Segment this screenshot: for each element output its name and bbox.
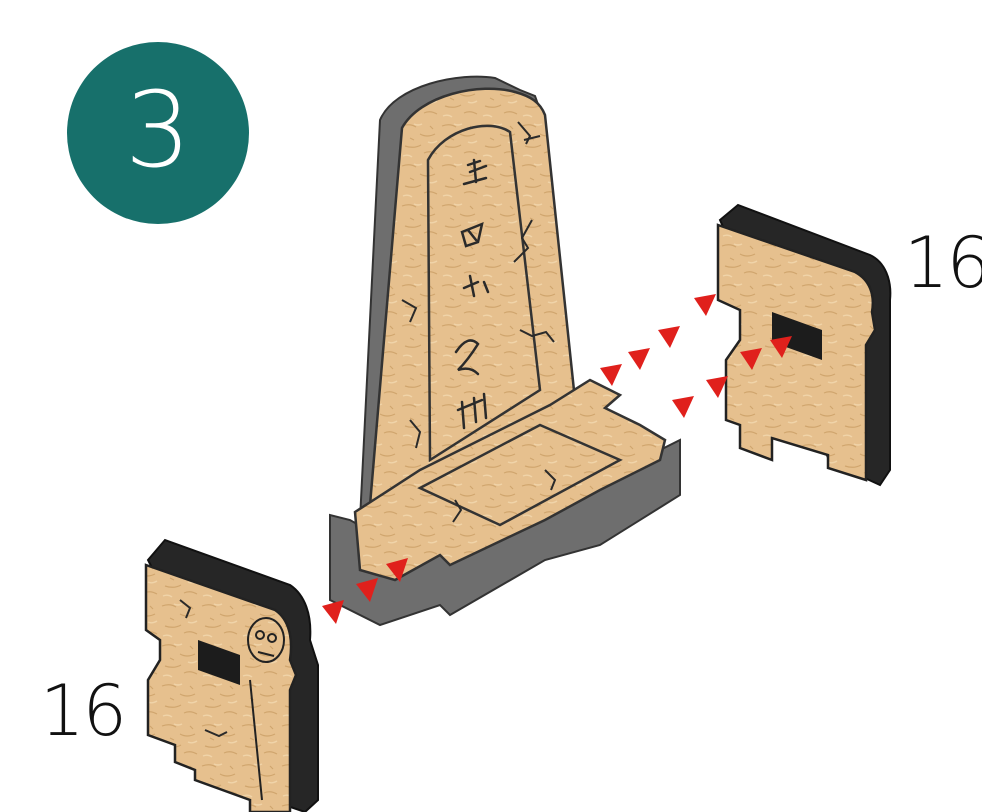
throne-assembly	[330, 77, 680, 625]
arrow-icon	[672, 396, 694, 418]
arrow-icon	[658, 326, 680, 348]
arrow-icon	[600, 364, 622, 386]
left-side-piece	[146, 540, 318, 812]
arrow-icon	[694, 294, 716, 316]
step-badge: 3	[67, 42, 249, 224]
arrow-icon	[628, 348, 650, 370]
arrow-icon	[706, 376, 728, 398]
right-side-piece	[718, 205, 890, 485]
arrow-icon	[322, 600, 344, 624]
left-piece-quantity: 16	[40, 676, 125, 746]
right-piece-quantity: 16	[904, 228, 982, 298]
step-number: 3	[125, 78, 191, 182]
